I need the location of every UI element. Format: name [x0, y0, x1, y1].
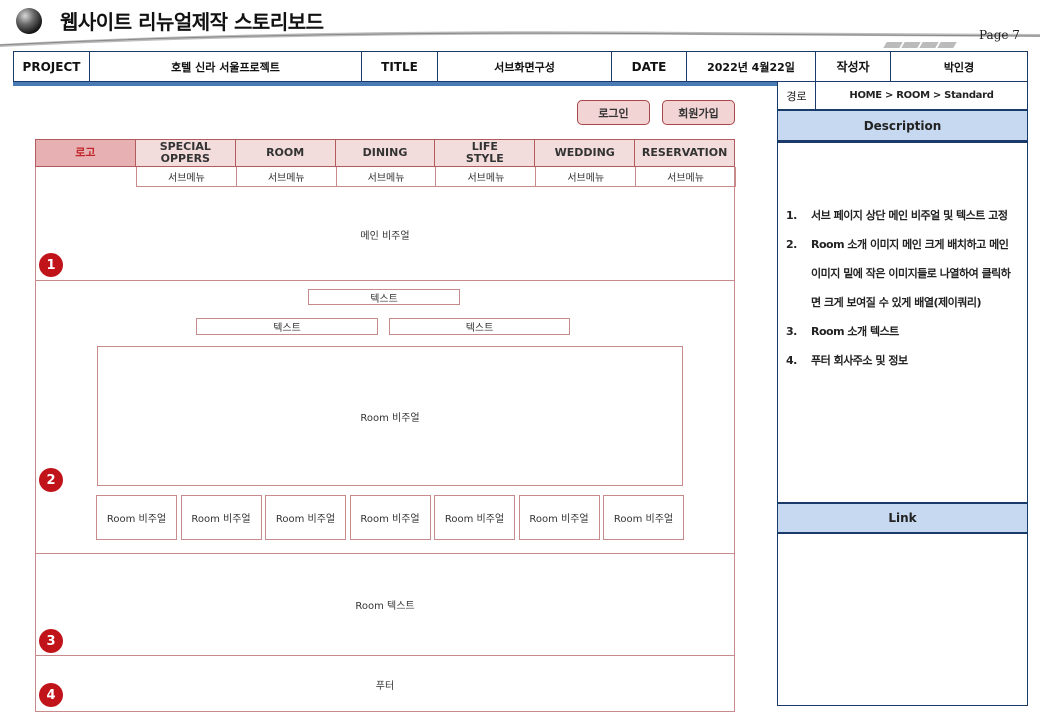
room-thumbnail[interactable]: Room 비주얼 [96, 495, 177, 540]
nav-logo[interactable]: 로고 [36, 140, 136, 166]
room-main-visual[interactable]: Room 비주얼 [97, 346, 683, 486]
nav-special-offers[interactable]: SPECIAL OPPERS [135, 140, 236, 166]
author-label: 작성자 [816, 52, 891, 81]
path-value: HOME > ROOM > Standard [849, 90, 994, 101]
room-thumbnail[interactable]: Room 비주얼 [434, 495, 515, 540]
project-label: PROJECT [14, 52, 90, 81]
room-text-label: Room 텍스트 [355, 601, 415, 612]
author-value: 박인경 [943, 60, 975, 74]
room-thumbnail[interactable]: Room 비주얼 [518, 495, 600, 540]
section-divider [35, 280, 735, 281]
link-panel [777, 533, 1028, 706]
project-info-table: PROJECT 호텔 신라 서울프로젝트 TITLE 서브화면구성 DATE 2… [13, 51, 1028, 82]
signup-button[interactable]: 회원가입 [662, 100, 735, 125]
wireframe-frame [35, 167, 735, 712]
section-marker-1: 1 [39, 253, 63, 277]
submenu-item[interactable]: 서브메뉴 [635, 167, 736, 187]
text-box: 텍스트 [389, 318, 570, 335]
text-box: 텍스트 [308, 289, 460, 305]
project-value: 호텔 신라 서울프로젝트 [90, 52, 362, 81]
title-label: TITLE [362, 52, 438, 81]
section-divider [35, 655, 735, 656]
text-box: 텍스트 [196, 318, 378, 335]
description-item: 2.Room 소개 이미지 메인 크게 배치하고 메인 이미지 밑에 작은 이미… [786, 238, 1011, 309]
room-thumbnail[interactable]: Room 비주얼 [349, 495, 431, 540]
submenu-row: 서브메뉴 서브메뉴 서브메뉴 서브메뉴 서브메뉴 서브메뉴 [136, 167, 736, 187]
section-marker-4: 4 [39, 683, 63, 707]
room-thumbnail[interactable]: Room 비주얼 [603, 495, 684, 540]
description-panel: 1.서브 페이지 상단 메인 비주얼 및 텍스트 고정 2.Room 소개 이미… [777, 141, 1028, 503]
section-divider [35, 553, 735, 554]
header-swoosh [0, 31, 1040, 47]
room-thumbnails: Room 비주얼 Room 비주얼 Room 비주얼 Room 비주얼 Room… [96, 495, 684, 540]
header-ball-icon [16, 8, 42, 34]
room-thumbnail[interactable]: Room 비주얼 [265, 495, 346, 540]
nav-dining[interactable]: DINING [335, 140, 436, 166]
footer-label: 푸터 [375, 680, 395, 692]
main-visual-label: 메인 비주얼 [360, 230, 410, 242]
description-item: 1.서브 페이지 상단 메인 비주얼 및 텍스트 고정 [786, 209, 1008, 222]
description-heading: Description [777, 110, 1028, 141]
path-row: 경로 HOME > ROOM > Standard [777, 82, 1028, 110]
title-value: 서브화면구성 [438, 52, 612, 81]
path-label: 경로 [778, 82, 816, 109]
room-thumbnail[interactable]: Room 비주얼 [180, 495, 262, 540]
nav-lifestyle[interactable]: LIFE STYLE [435, 140, 536, 166]
document-title: 웹사이트 리뉴얼제작 스토리보드 [60, 10, 324, 34]
section-marker-2: 2 [39, 468, 63, 492]
link-heading: Link [777, 503, 1028, 533]
date-value: 2022년 4월22일 [687, 52, 816, 81]
nav-room[interactable]: ROOM [235, 140, 336, 166]
nav-reservation[interactable]: RESERVATION [635, 140, 735, 166]
description-item: 4.푸터 회사주소 및 정보 [786, 354, 908, 367]
divider-bar [13, 82, 777, 86]
date-label: DATE [612, 52, 687, 81]
nav-bar: 로고 SPECIAL OPPERS ROOM DINING LIFE STYLE… [35, 139, 735, 167]
login-button[interactable]: 로그인 [577, 100, 650, 125]
description-list: 1.서브 페이지 상단 메인 비주얼 및 텍스트 고정 2.Room 소개 이미… [786, 201, 1018, 375]
header-stripes [883, 33, 960, 48]
description-item: 3.Room 소개 텍스트 [786, 325, 899, 338]
nav-wedding[interactable]: WEDDING [535, 140, 636, 166]
section-marker-3: 3 [39, 629, 63, 653]
page-number: Page 7 [979, 28, 1020, 42]
